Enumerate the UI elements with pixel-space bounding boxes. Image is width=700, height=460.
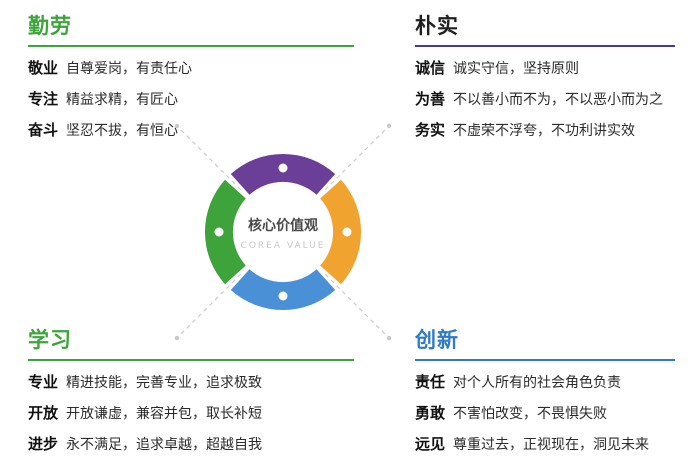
value-item: 责任 对个人所有的社会角色负责 [415, 371, 675, 392]
connector-line-bottom-right [324, 273, 390, 339]
value-item: 奋斗 坚忍不拔，有恒心 [28, 119, 354, 140]
connector-endpoint-icon [386, 335, 392, 341]
value-desc: 尊重过去，正视现在，洞见未来 [453, 437, 650, 454]
quadrant-simplicity: 朴实 诚信 诚实守信，坚持原则 为善 不以善小而不为，不以恶小而为之 务实 不虚… [415, 14, 675, 140]
value-term: 专注 [28, 90, 59, 109]
value-item: 勇敢 不害怕改变，不畏惧失败 [415, 402, 675, 423]
quadrant-heading-simplicity: 朴实 [415, 14, 459, 38]
quadrant-innovation: 创新 责任 对个人所有的社会角色负责 勇敢 不害怕改变，不畏惧失败 远见 尊重过… [415, 328, 675, 454]
value-term: 远见 [415, 435, 446, 454]
connector-lines [174, 123, 392, 341]
value-term: 责任 [415, 373, 446, 392]
heading-underline [28, 359, 354, 362]
quadrant-diligence: 勤劳 敬业 自尊爱岗，有责任心 专注 精益求精，有匠心 奋斗 坚忍不拔，有恒心 [28, 14, 354, 140]
value-desc: 自尊爱岗，有责任心 [66, 61, 193, 78]
center-subtitle: COREA VALUE [241, 241, 326, 251]
heading-underline [415, 359, 675, 362]
connector-endpoint-icon [386, 123, 392, 129]
value-item: 务实 不虚荣不浮夸，不功利讲实效 [415, 119, 675, 140]
connector-line-top-right [324, 125, 390, 191]
quadrant-heading-learning: 学习 [28, 328, 72, 352]
value-term: 专业 [28, 373, 59, 392]
quadrant-heading-innovation: 创新 [415, 328, 459, 352]
value-desc: 精进技能，完善专业，追求极致 [66, 375, 263, 392]
value-desc: 不以善小而不为，不以恶小而为之 [453, 92, 664, 109]
donut-segment-top-purple [230, 153, 336, 195]
value-desc: 对个人所有的社会角色负责 [453, 375, 622, 392]
segment-dot-top-icon [278, 163, 288, 173]
value-desc: 永不满足，追求卓越，超越自我 [66, 437, 263, 454]
connector-line-bottom-left [176, 273, 242, 339]
connector-endpoint-icon [174, 335, 180, 341]
value-term: 为善 [415, 90, 446, 109]
value-desc: 不害怕改变，不畏惧失败 [453, 406, 608, 423]
value-desc: 诚实守信，坚持原则 [453, 61, 580, 78]
connector-line-top-left [176, 125, 242, 191]
center-title: 核心价值观 [248, 217, 318, 234]
value-item: 专业 精进技能，完善专业，追求极致 [28, 371, 354, 392]
center-donut-graphic: 核心价值观 COREA VALUE [103, 67, 463, 397]
value-term: 开放 [28, 404, 59, 423]
quadrant-heading-diligence: 勤劳 [28, 14, 72, 38]
donut-segment-left-green [204, 179, 246, 285]
value-item: 敬业 自尊爱岗，有责任心 [28, 57, 354, 78]
segment-dot-right-icon [342, 227, 352, 237]
segment-dot-left-icon [214, 227, 224, 237]
value-desc: 开放谦虚，兼容并包，取长补短 [66, 406, 263, 423]
donut-segment-bottom-blue [230, 269, 336, 311]
value-term: 务实 [415, 121, 446, 140]
value-item: 专注 精益求精，有匠心 [28, 88, 354, 109]
heading-underline [28, 45, 354, 48]
value-item: 远见 尊重过去，正视现在，洞见未来 [415, 433, 675, 454]
segment-dot-bottom-icon [278, 291, 288, 301]
value-item: 诚信 诚实守信，坚持原则 [415, 57, 675, 78]
value-item: 开放 开放谦虚，兼容并包，取长补短 [28, 402, 354, 423]
value-item: 进步 永不满足，追求卓越，超越自我 [28, 433, 354, 454]
quadrant-learning: 学习 专业 精进技能，完善专业，追求极致 开放 开放谦虚，兼容并包，取长补短 进… [28, 328, 354, 454]
value-item: 为善 不以善小而不为，不以恶小而为之 [415, 88, 675, 109]
value-desc: 不虚荣不浮夸，不功利讲实效 [453, 123, 636, 140]
value-term: 勇敢 [415, 404, 446, 423]
value-term: 敬业 [28, 59, 59, 78]
value-term: 奋斗 [28, 121, 59, 140]
value-term: 进步 [28, 435, 59, 454]
connector-endpoint-icon [174, 123, 180, 129]
donut-segment-right-orange [320, 179, 362, 285]
value-desc: 坚忍不拔，有恒心 [66, 123, 179, 140]
core-values-donut: 核心价值观 COREA VALUE [174, 123, 392, 341]
heading-underline [415, 45, 675, 48]
value-desc: 精益求精，有匠心 [66, 92, 179, 109]
value-term: 诚信 [415, 59, 446, 78]
